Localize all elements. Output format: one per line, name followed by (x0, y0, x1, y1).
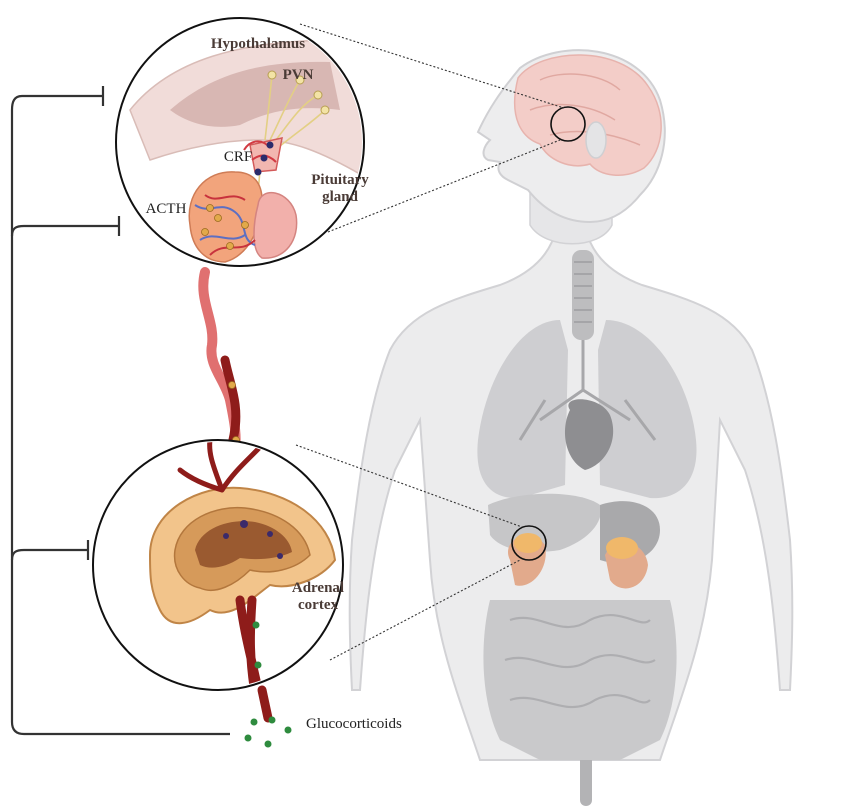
acth-label: ACTH (146, 201, 187, 217)
body-adrenal-right (514, 533, 542, 553)
human-body (350, 50, 793, 806)
crf-label: CRF (224, 149, 252, 165)
adrenal-zoom: Adrenal cortex (93, 440, 344, 710)
vein-exit (262, 690, 268, 718)
feedback-branch-adrenal (12, 550, 88, 560)
feedback-branch-pituitary (12, 226, 119, 236)
ear (586, 122, 606, 158)
pituitary-label-line2: gland (322, 189, 359, 205)
adrenal-label-line1: Adrenal (292, 580, 344, 596)
pituitary-label-line1: Pituitary (311, 172, 369, 188)
pvn-label: PVN (283, 67, 314, 83)
glucocorticoids-label: Glucocorticoids (306, 716, 402, 732)
body-adrenal-left (606, 537, 638, 559)
hypothalamus-label: Hypothalamus (211, 36, 305, 52)
hypothalamus-zoom: Hypothalamus PVN CRF Pituitary gland ACT… (116, 18, 370, 266)
rectum (580, 760, 592, 806)
trachea (572, 250, 594, 340)
adrenal-label-line2: cortex (298, 597, 338, 613)
